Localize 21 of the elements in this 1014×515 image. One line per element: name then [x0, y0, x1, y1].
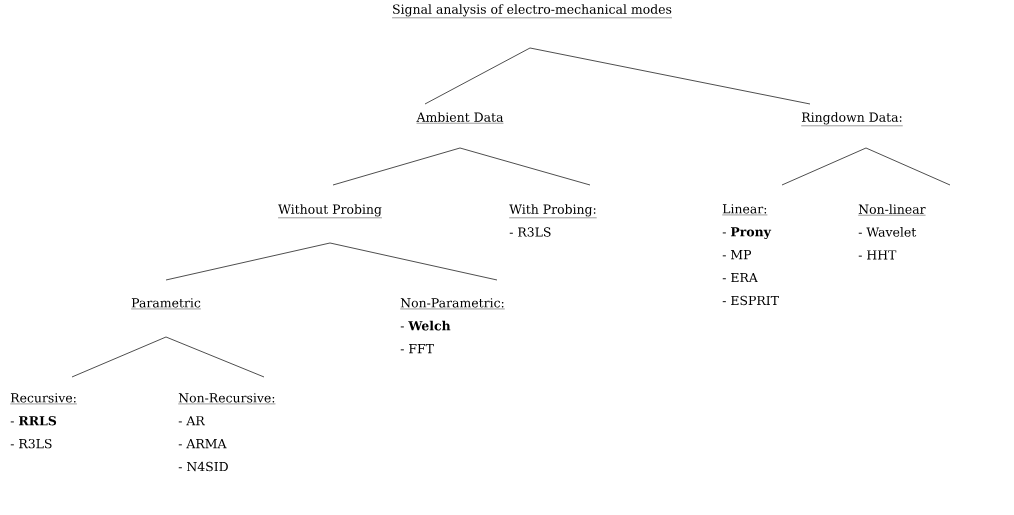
tree-branch-line — [865, 147, 951, 186]
tree-branch-line — [71, 336, 167, 378]
tree-branch-line — [165, 336, 265, 378]
method-list: Non-Parametric: - Welch - FFT — [400, 298, 505, 354]
method-list: Recursive: - RRLS - R3LS — [10, 393, 78, 449]
tree-branch-line — [781, 147, 867, 186]
method-list: Non-Recursive: - AR - ARMA - N4SID — [178, 393, 276, 472]
tree-branch-line — [424, 47, 531, 105]
category-heading: Without Probing — [277, 204, 383, 218]
category-heading: Ambient Data — [416, 112, 504, 124]
method-list: With Probing: - R3LS — [509, 204, 597, 237]
method-list: Non-linear - Wavelet - HHT — [858, 204, 926, 260]
tree-branch-line — [165, 242, 331, 281]
category-heading: Signal analysis of electro-mechanical modes — [391, 4, 673, 18]
category-heading: Parametric — [130, 298, 202, 310]
category-heading: Ringdown Data: — [801, 112, 903, 126]
tree-branch-line — [329, 242, 498, 281]
method-list: Linear: - Prony - MP - ERA - ESPRIT — [722, 204, 779, 306]
tree-branch-line — [459, 147, 591, 186]
tree-branch-line — [332, 147, 461, 186]
tree-branch-line — [529, 47, 811, 105]
